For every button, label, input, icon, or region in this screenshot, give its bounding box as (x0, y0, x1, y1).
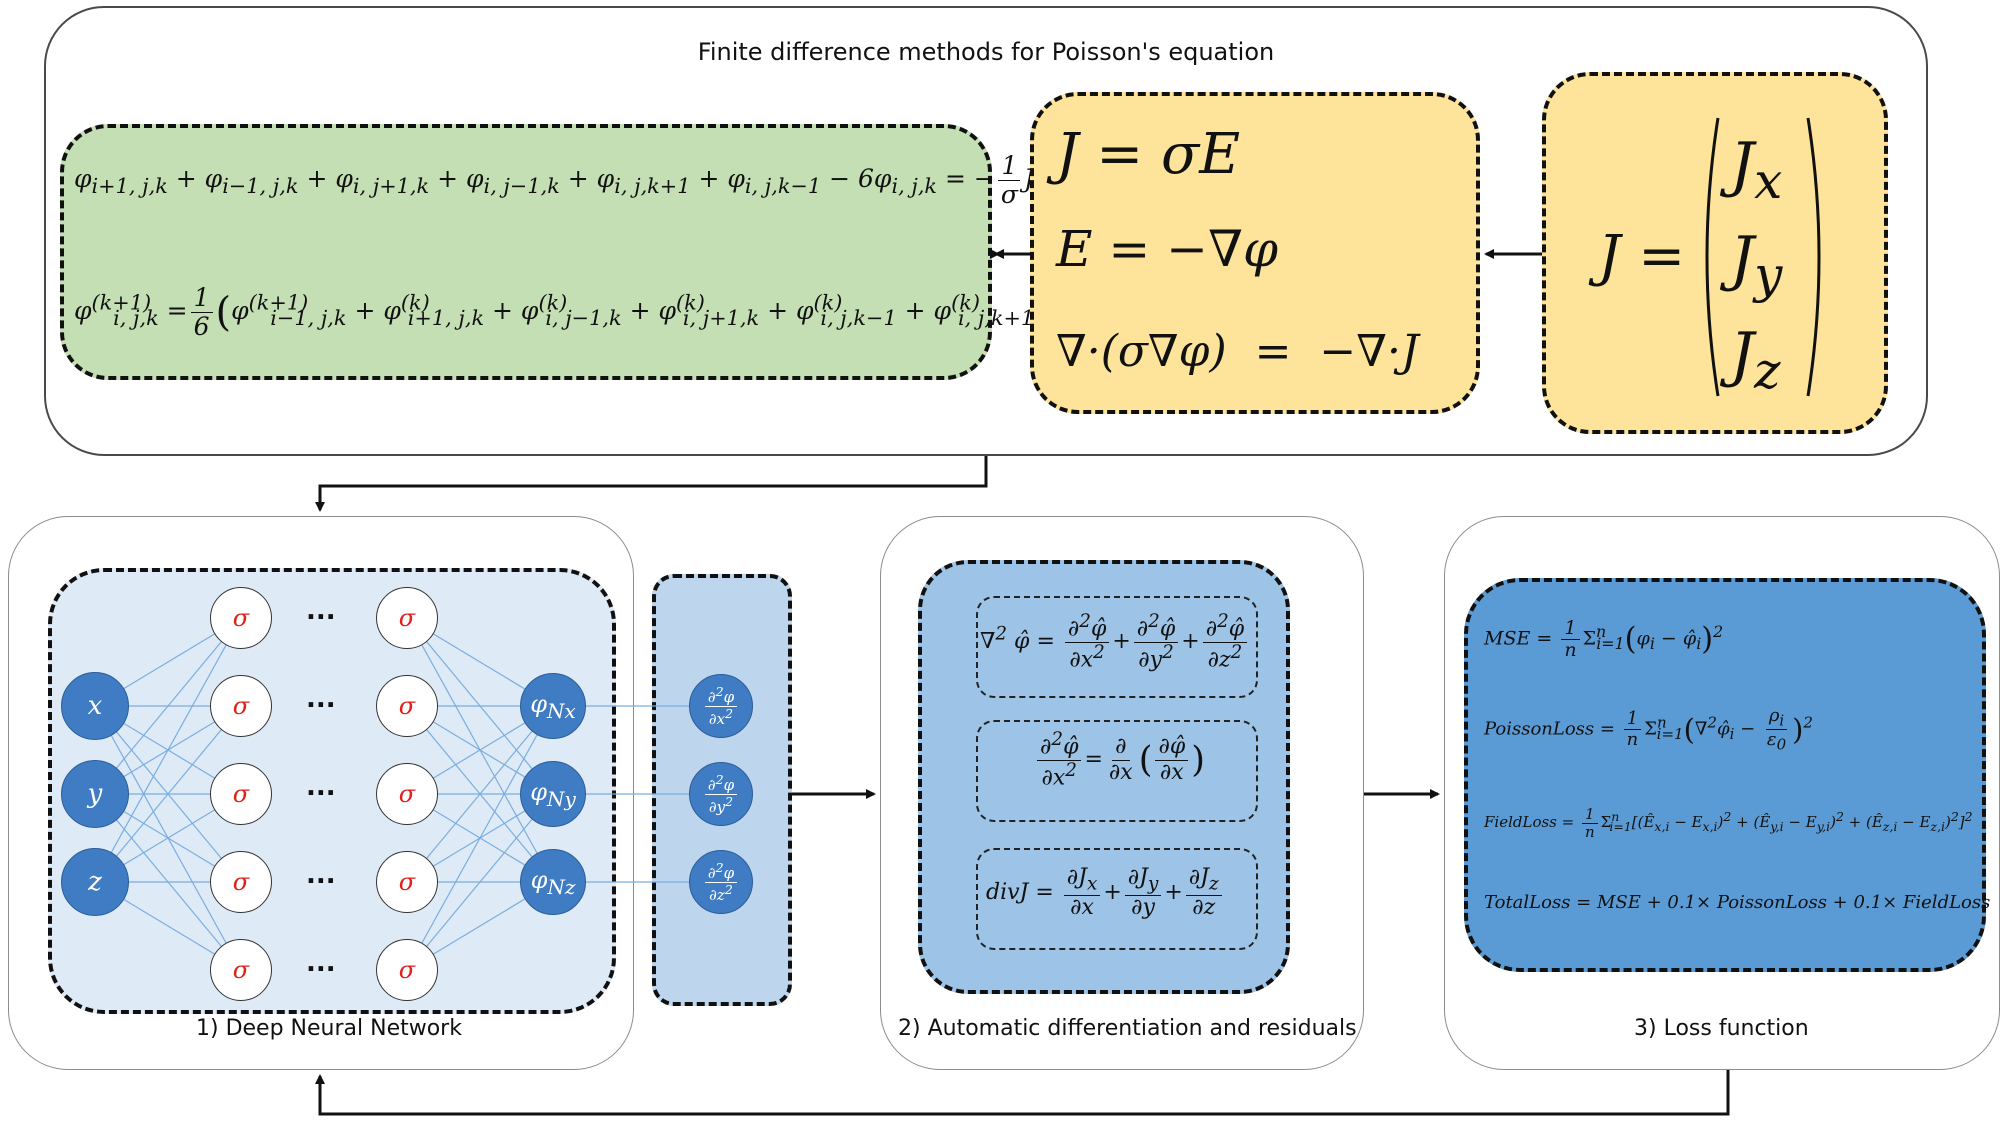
hidden-node-l1-1: σ (210, 587, 272, 649)
input-hidden-connection (94, 705, 242, 883)
hidden-node-l2-3-label: σ (398, 780, 416, 808)
total-loss-equation: TotalLoss = MSE + 0.1× PoissonLoss + 0.1… (1484, 892, 1991, 913)
laplacian-equation-box (976, 596, 1258, 698)
hidden-node-l1-5-label: σ (232, 956, 250, 984)
input-node-y-label: y (87, 779, 103, 809)
network-caption: 1) Deep Neural Network (196, 1016, 462, 1041)
output-node-2: φNy (520, 761, 586, 827)
hidden-node-l1-2-label: σ (232, 692, 250, 720)
vector-left-bracket (1705, 117, 1720, 397)
derivative-node-2: ∂2φ∂y2 (689, 762, 753, 826)
second-derivative-equation-box (976, 720, 1258, 822)
ellipsis-1: ... (306, 596, 336, 626)
derivative-node-2-label: ∂2φ∂y2 (702, 773, 740, 815)
derivative-node-3: ∂2φ∂z2 (689, 850, 753, 914)
input-node-x: x (61, 672, 129, 740)
output-node-3: φNz (520, 849, 586, 915)
output-node-2-label: φNy (530, 777, 576, 811)
hidden-node-l1-3-label: σ (232, 780, 250, 808)
fd-stencil-frac-num: 1 (998, 152, 1021, 181)
hidden-node-l1-4: σ (210, 851, 272, 913)
hidden-node-l1-3: σ (210, 763, 272, 825)
field-gradient-equation: E = −∇φ (1056, 220, 1278, 278)
green-equation-box (60, 124, 992, 380)
jacobi-lhs: φ(k+1)i, j,k = (74, 290, 188, 330)
vector-component-z: Jz (1730, 320, 1781, 400)
autodiff-box (918, 560, 1290, 994)
fd-stencil-frac-den: σ (1000, 179, 1018, 209)
derivative-node-1: ∂2φ∂x2 (689, 674, 753, 738)
hidden-node-l2-3: σ (376, 763, 438, 825)
hidden-output-connection (406, 705, 554, 971)
input-node-z: z (61, 848, 129, 916)
ellipsis-2: ... (306, 684, 336, 714)
hidden-output-connection (406, 705, 554, 883)
hidden-node-l1-4-label: σ (232, 868, 250, 896)
jacobi-frac-den: 6 (193, 311, 210, 341)
ellipsis-4: ... (306, 860, 336, 890)
hidden-output-connection (406, 793, 554, 971)
arrow-top-to-network (315, 456, 988, 512)
derivative-node-3-label: ∂2φ∂z2 (702, 861, 740, 903)
hidden-node-l2-1-label: σ (398, 604, 416, 632)
poisson-divergence-equation: ∇·(σ∇φ) = −∇·J (1056, 326, 1419, 377)
input-node-y: y (61, 760, 129, 828)
vector-right-bracket (1806, 117, 1821, 397)
loss-box (1464, 578, 1986, 972)
arrow-loss-to-network (315, 1070, 1730, 1116)
input-node-x-label: x (87, 691, 103, 721)
laplacian-equation: ∇2 φ̂ = ∂2φ̂∂x2+∂2φ̂∂y2+∂2φ̂∂z2 (980, 611, 1250, 672)
divergence-equation-box (976, 848, 1258, 950)
yellow-equation-box (1030, 92, 1480, 414)
hidden-node-l2-1: σ (376, 587, 438, 649)
fd-stencil-lhs: φi+1, j,k + φi−1, j,k + φi, j+1,k + φi, … (74, 163, 995, 198)
input-node-z-label: z (88, 867, 102, 897)
divergence-equation: divJ = ∂Jx∂x+∂Jy∂y+∂Jz∂z (986, 866, 1225, 920)
vector-component-y: Jy (1730, 224, 1783, 304)
hidden-node-l2-4: σ (376, 851, 438, 913)
hidden-node-l1-1-label: σ (232, 604, 250, 632)
input-hidden-connection (94, 617, 242, 883)
hidden-node-l1-2: σ (210, 675, 272, 737)
ohms-law-equation: J = σE (1056, 122, 1241, 187)
autodiff-caption: 2) Automatic differentiation and residua… (898, 1016, 1357, 1041)
second-derivative-equation: ∂2φ̂∂x2=∂∂x(∂φ̂∂x) (1034, 729, 1205, 790)
hidden-node-l2-5: σ (376, 939, 438, 1001)
output-node-1-label: φNx (530, 689, 576, 723)
jacobi-frac-num: 1 (190, 284, 213, 313)
ellipsis-5: ... (306, 948, 336, 978)
loss-caption: 3) Loss function (1634, 1016, 1809, 1041)
top-panel-title: Finite difference methods for Poisson's … (697, 38, 1275, 66)
vector-lhs: J = (1598, 224, 1686, 289)
hidden-node-l2-5-label: σ (398, 956, 416, 984)
hidden-node-l2-2: σ (376, 675, 438, 737)
hidden-node-l1-5: σ (210, 939, 272, 1001)
output-node-1: φNx (520, 673, 586, 739)
derivative-node-1-label: ∂2φ∂x2 (702, 685, 740, 727)
hidden-node-l2-4-label: σ (398, 868, 416, 896)
ellipsis-3: ... (306, 772, 336, 802)
output-node-3-label: φNz (530, 865, 576, 899)
input-hidden-connection (94, 617, 242, 795)
vector-component-x: Jx (1730, 130, 1783, 210)
hidden-node-l2-2-label: σ (398, 692, 416, 720)
